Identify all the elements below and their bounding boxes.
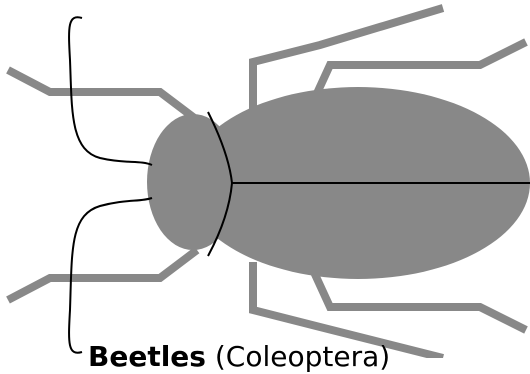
leg-front-upper (8, 70, 197, 120)
antennae (69, 17, 152, 352)
leg-hind-lower (313, 270, 526, 330)
common-name: Beetles (88, 340, 206, 373)
beetle-head (147, 114, 239, 250)
beetle-illustration (0, 0, 530, 358)
leg-front-lower (8, 250, 197, 300)
species-caption: Beetles (Coleoptera) (88, 340, 390, 374)
order-name: (Coleoptera) (206, 340, 390, 373)
